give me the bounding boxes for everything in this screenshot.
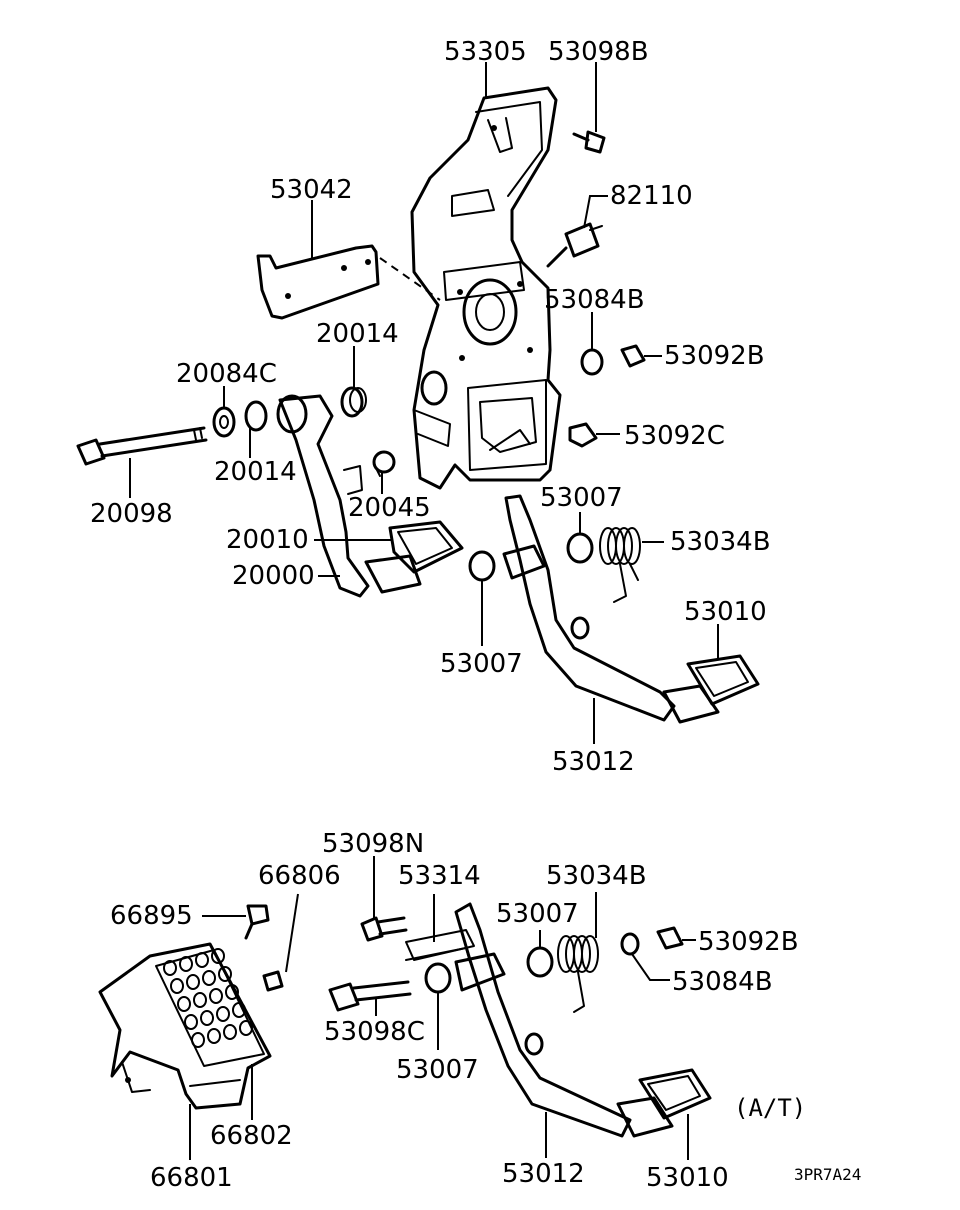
- nut-53092C: [568, 422, 598, 448]
- bushing-53007-mid: [468, 550, 496, 582]
- bracket-53042: [256, 244, 441, 320]
- label-53034B-top: 53034B: [670, 527, 771, 557]
- clip-66895: [244, 904, 270, 940]
- label-53098C: 53098C: [324, 1017, 425, 1047]
- pad-grip-hole: [193, 992, 207, 1008]
- label-53007-top: 53007: [540, 483, 623, 513]
- label-53012-bottom: 53012: [502, 1159, 585, 1189]
- pad-grip-hole: [225, 984, 239, 1000]
- part-labels: 53305 53098B 82110 53042 53084B 53092B 2…: [90, 37, 861, 1193]
- brake-pedal-53012-top: [502, 494, 676, 722]
- pad-grip-hole: [163, 960, 177, 976]
- pad-grip-hole: [216, 1006, 230, 1022]
- label-53007-bottom-top: 53007: [496, 899, 579, 929]
- label-53084B-top: 53084B: [544, 285, 645, 315]
- spring-53034B-bottom: [557, 935, 599, 1013]
- brake-pedal-53012-bottom: [454, 902, 632, 1138]
- pad-grip-hole: [202, 970, 216, 986]
- pad-grip-hole: [170, 978, 184, 994]
- bushing-20014-top: [340, 386, 367, 418]
- pad-grip-hole: [209, 988, 223, 1004]
- pad-grip-hole: [207, 1028, 221, 1044]
- clutch-pedal-20000: [276, 394, 370, 598]
- bushing-53092B-top: [620, 344, 646, 368]
- nut-53084B-top: [580, 348, 604, 376]
- clip-66806: [262, 970, 284, 992]
- label-53305: 53305: [444, 37, 527, 67]
- bushing-53007-bottom-low: [424, 962, 452, 994]
- pad-grip-hole: [186, 974, 200, 990]
- bushing-20014-mid: [244, 400, 268, 432]
- bushing-53007-bottom-top: [526, 946, 554, 978]
- label-82110: 82110: [610, 181, 693, 211]
- pad-grip-hole: [195, 952, 209, 968]
- pad-grip-hole: [179, 956, 193, 972]
- pedal-pad-53010-bottom: [616, 1068, 712, 1138]
- stop-lamp-switch-82110: [546, 222, 603, 268]
- label-53010-bottom: 53010: [646, 1163, 729, 1193]
- label-66801: 66801: [150, 1163, 233, 1193]
- pad-grip-hole: [177, 996, 191, 1012]
- leader-lines: [129, 62, 719, 1160]
- label-53042: 53042: [270, 175, 353, 205]
- label-20014-mid: 20014: [214, 457, 297, 487]
- label-20084C: 20084C: [176, 359, 277, 389]
- stopper-20045: [372, 450, 396, 477]
- label-53098N: 53098N: [322, 829, 424, 859]
- pedal-pad-20010: [364, 520, 464, 594]
- pad-grip-hole: [218, 966, 232, 982]
- bushing-53092B-bottom: [656, 926, 684, 950]
- bolt-53098N: [360, 916, 408, 942]
- pad-grip-hole: [200, 1010, 214, 1026]
- figure-code: 3PR7A24: [794, 1165, 861, 1184]
- label-53007-bottom-low: 53007: [396, 1055, 479, 1085]
- pad-grip-hole: [184, 1014, 198, 1030]
- label-53012-top: 53012: [552, 747, 635, 777]
- label-20000: 20000: [232, 561, 315, 591]
- spring-53034B-top: [599, 527, 641, 603]
- label-20045: 20045: [348, 493, 431, 523]
- foot-rest-66801: [98, 942, 272, 1110]
- pad-grip-hole: [191, 1032, 205, 1048]
- foot-rest-pad-66802: [155, 948, 265, 1067]
- bushing-53007-top: [566, 532, 594, 564]
- washer-20084C: [212, 406, 236, 438]
- pad-grip-hole: [239, 1020, 253, 1036]
- label-53092B-bottom: 53092B: [698, 927, 799, 957]
- label-20098: 20098: [90, 499, 173, 529]
- screw-53098B: [572, 130, 606, 154]
- label-20014-top: 20014: [316, 319, 399, 349]
- label-20010: 20010: [226, 525, 309, 555]
- label-66895: 66895: [110, 901, 193, 931]
- label-53098B: 53098B: [548, 37, 649, 67]
- label-66802: 66802: [210, 1121, 293, 1151]
- label-53092B-top: 53092B: [664, 341, 765, 371]
- label-53010-top: 53010: [684, 597, 767, 627]
- label-53084B-bottom: 53084B: [672, 967, 773, 997]
- pad-grip-hole: [211, 948, 225, 964]
- transmission-note: (A/T): [734, 1094, 806, 1122]
- label-66806: 66806: [258, 861, 341, 891]
- bolt-53098C: [328, 980, 412, 1012]
- nut-53084B-bottom: [620, 932, 640, 956]
- label-53314: 53314: [398, 861, 481, 891]
- pedal-support-bracket-53305: [410, 86, 562, 490]
- pad-grip-hole: [232, 1002, 246, 1018]
- label-53092C: 53092C: [624, 421, 725, 451]
- pad-grip-hole: [223, 1024, 237, 1040]
- label-53007-mid: 53007: [440, 649, 523, 679]
- label-53034B-bottom: 53034B: [546, 861, 647, 891]
- bolt-20098: [76, 426, 208, 466]
- pedal-pad-53010-top: [662, 654, 760, 724]
